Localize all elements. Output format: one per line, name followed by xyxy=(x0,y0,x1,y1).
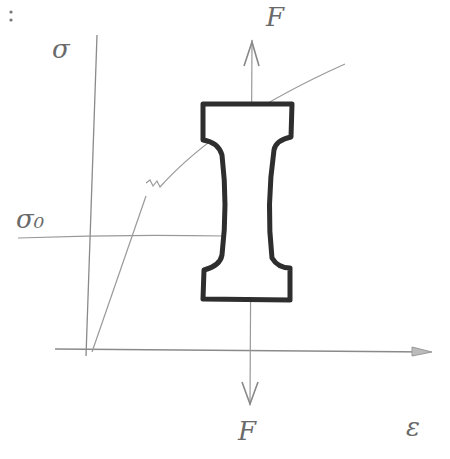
strain-symbol: ε xyxy=(404,414,422,440)
stress-symbol: σ xyxy=(50,36,72,62)
yield-line xyxy=(18,235,225,238)
stress-axis xyxy=(86,35,97,356)
force-label: F xyxy=(264,4,286,30)
force-label: F xyxy=(236,418,258,444)
axis-arrow xyxy=(412,347,432,356)
force-arrow-up xyxy=(244,42,259,66)
specimen xyxy=(203,104,292,300)
strain-axis xyxy=(55,349,430,352)
dot xyxy=(9,18,12,21)
elastic-line xyxy=(92,196,146,352)
yield-stress-symbol: σ₀ xyxy=(14,206,46,232)
dot xyxy=(9,10,12,13)
force-arrow-down xyxy=(242,382,258,404)
